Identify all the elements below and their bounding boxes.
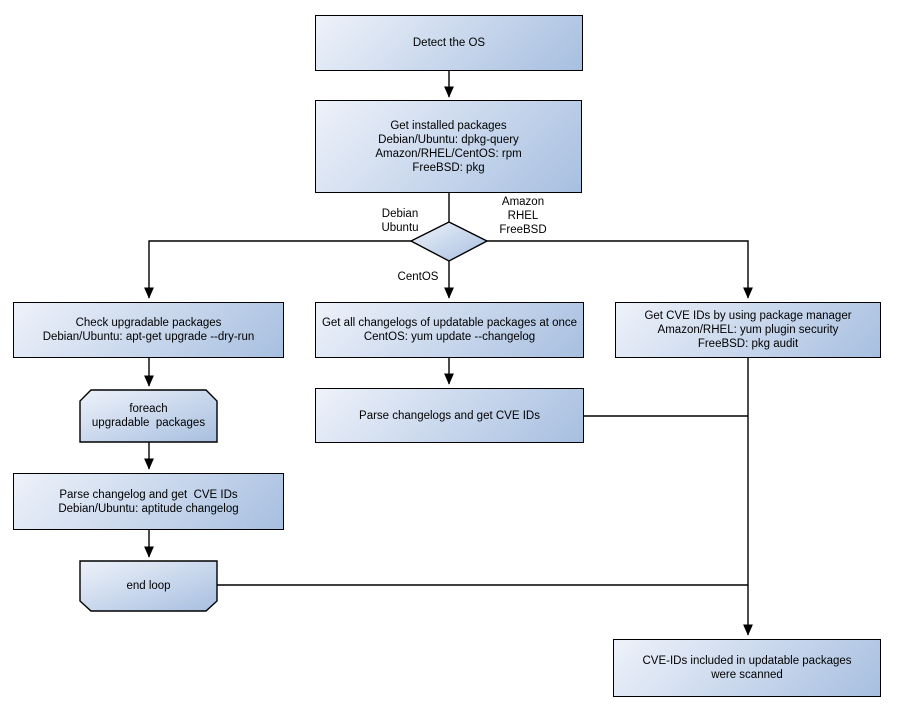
foreach-loop-shape [79,389,218,443]
edge-decision-to-get-cve [487,240,753,299]
os-decision-diamond [409,221,489,262]
node-foreach-loop-label: foreach upgradable packages [91,403,206,429]
node-check-upgradable: Check upgradable packages Debian/Ubuntu:… [13,302,284,358]
edge-label-debian-ubuntu: Debian Ubuntu [381,208,419,234]
node-get-changelogs-centos: Get all changelogs of updatable packages… [315,302,584,358]
end-loop-shape [79,560,218,612]
node-parse-changelogs-mid: Parse changelogs and get CVE IDs [315,388,584,443]
node-end-loop-label: end loop [126,580,171,592]
edge-label-amazon-rhel-freebsd: Amazon RHEL FreeBSD [499,196,547,236]
edge-label-centos: CentOS [397,271,439,283]
edge-decision-to-check-upgradable [144,240,411,299]
node-get-cve-pkg-manager: Get CVE IDs by using package manager Ama… [615,302,881,358]
node-get-installed-packages: Get installed packages Debian/Ubuntu: dp… [315,100,582,193]
node-detect-os: Detect the OS [315,15,583,71]
node-scanned-result: CVE-IDs included in updatable packages w… [613,639,881,697]
node-parse-changelog-left: Parse changelog and get CVE IDs Debian/U… [13,473,284,530]
